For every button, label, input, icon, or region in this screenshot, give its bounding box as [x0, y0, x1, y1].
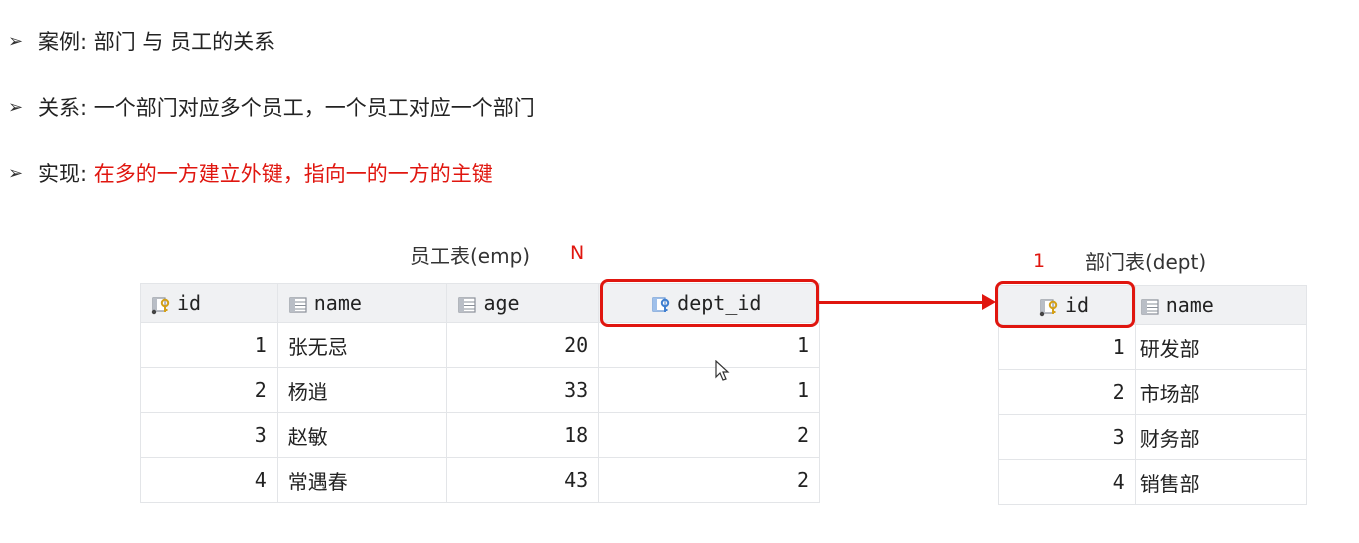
column-name: id	[177, 291, 202, 315]
bullet-label: 案例:	[38, 30, 88, 54]
dept-table-title: 部门表(dept)	[1085, 250, 1207, 274]
column-icon	[1140, 297, 1160, 317]
cell-dept-id[interactable]: 1	[598, 322, 820, 368]
dept-col-id-header[interactable]: id	[998, 285, 1136, 325]
cell-dept-id[interactable]: 2	[598, 457, 820, 503]
column-name: age	[483, 291, 520, 315]
column-name: dept_id	[677, 291, 762, 315]
cell-name[interactable]: 常遇春	[276, 457, 448, 503]
arrow-bullet-icon: ➢	[8, 162, 24, 184]
fk-arrow-line	[819, 301, 983, 304]
dept-table: id name 1 研发部 2 市场部 3 财务部 4 销售部	[998, 285, 1308, 505]
bullet-implementation: ➢ 实现: 在多的一方建立外键，指向一的一方的主键	[8, 158, 493, 188]
key-column-icon	[151, 295, 171, 315]
column-name: name	[1165, 293, 1214, 317]
emp-col-dept-id-header[interactable]: dept_id	[598, 283, 820, 323]
arrow-bullet-icon: ➢	[8, 30, 24, 52]
emp-col-name-header[interactable]: name	[276, 283, 448, 323]
bullet-highlight-text: 在多的一方建立外键，指向一的一方的主键	[93, 162, 493, 186]
cell-name[interactable]: 赵敏	[276, 412, 448, 458]
emp-table-title: 员工表(emp)	[410, 244, 531, 268]
cell-id[interactable]: 1	[140, 322, 278, 368]
dept-pk-highlight-box	[995, 281, 1135, 328]
cell-id[interactable]: 4	[140, 457, 278, 503]
fk-arrow-head-icon	[982, 294, 996, 310]
bullet-label: 实现:	[38, 162, 88, 186]
cell-name[interactable]: 销售部	[1134, 459, 1308, 505]
column-name: name	[313, 291, 362, 315]
bullet-text	[87, 161, 94, 185]
column-name: id	[1065, 293, 1090, 317]
bullet-text: 一个部门对应多个员工，一个员工对应一个部门	[87, 96, 535, 120]
table-row[interactable]: 3 财务部	[998, 414, 1308, 460]
cell-id[interactable]: 3	[998, 414, 1136, 460]
bullet-label: 关系:	[38, 96, 88, 120]
table-row[interactable]: 3 赵敏 18 2	[140, 412, 820, 458]
column-icon	[288, 295, 308, 315]
cell-age[interactable]: 43	[446, 457, 600, 503]
bullet-relation: ➢ 关系: 一个部门对应多个员工，一个员工对应一个部门	[8, 92, 535, 122]
cell-name[interactable]: 财务部	[1134, 414, 1308, 460]
cell-age[interactable]: 20	[446, 322, 600, 368]
bullet-case: ➢ 案例: 部门 与 员工的关系	[8, 26, 275, 56]
cell-name[interactable]: 市场部	[1134, 369, 1308, 415]
cell-id[interactable]: 2	[998, 369, 1136, 415]
dept-col-name-header[interactable]: name	[1134, 285, 1308, 325]
cell-id[interactable]: 4	[998, 459, 1136, 505]
cell-dept-id[interactable]: 1	[598, 367, 820, 413]
cell-id[interactable]: 2	[140, 367, 278, 413]
mouse-cursor-icon	[715, 360, 730, 381]
arrow-bullet-icon: ➢	[8, 96, 24, 118]
column-icon	[457, 295, 477, 315]
table-row[interactable]: 2 杨逍 33 1	[140, 367, 820, 413]
emp-col-id-header[interactable]: id	[140, 283, 278, 323]
cell-dept-id[interactable]: 2	[598, 412, 820, 458]
cell-name[interactable]: 研发部	[1134, 324, 1308, 370]
emp-col-age-header[interactable]: age	[446, 283, 600, 323]
emp-header-row: id name age dept_id	[140, 283, 820, 323]
dept-header-row: id name	[998, 285, 1308, 325]
dept-multiplicity: 1	[1033, 250, 1046, 272]
bullet-text: 部门 与 员工的关系	[87, 30, 276, 54]
cell-name[interactable]: 杨逍	[276, 367, 448, 413]
cell-id[interactable]: 3	[140, 412, 278, 458]
table-row[interactable]: 1 张无忌 20 1	[140, 322, 820, 368]
table-row[interactable]: 4 销售部	[998, 459, 1308, 505]
table-row[interactable]: 4 常遇春 43 2	[140, 457, 820, 503]
cell-age[interactable]: 18	[446, 412, 600, 458]
cell-id[interactable]: 1	[998, 324, 1136, 370]
cell-age[interactable]: 33	[446, 367, 600, 413]
table-row[interactable]: 2 市场部	[998, 369, 1308, 415]
dept-id-highlight-box	[600, 279, 819, 327]
cell-name[interactable]: 张无忌	[276, 322, 448, 368]
emp-multiplicity: N	[570, 242, 585, 264]
emp-table: id name age dept_id 1 张无忌 20 1 2 杨逍 33 1…	[140, 283, 820, 503]
table-row[interactable]: 1 研发部	[998, 324, 1308, 370]
